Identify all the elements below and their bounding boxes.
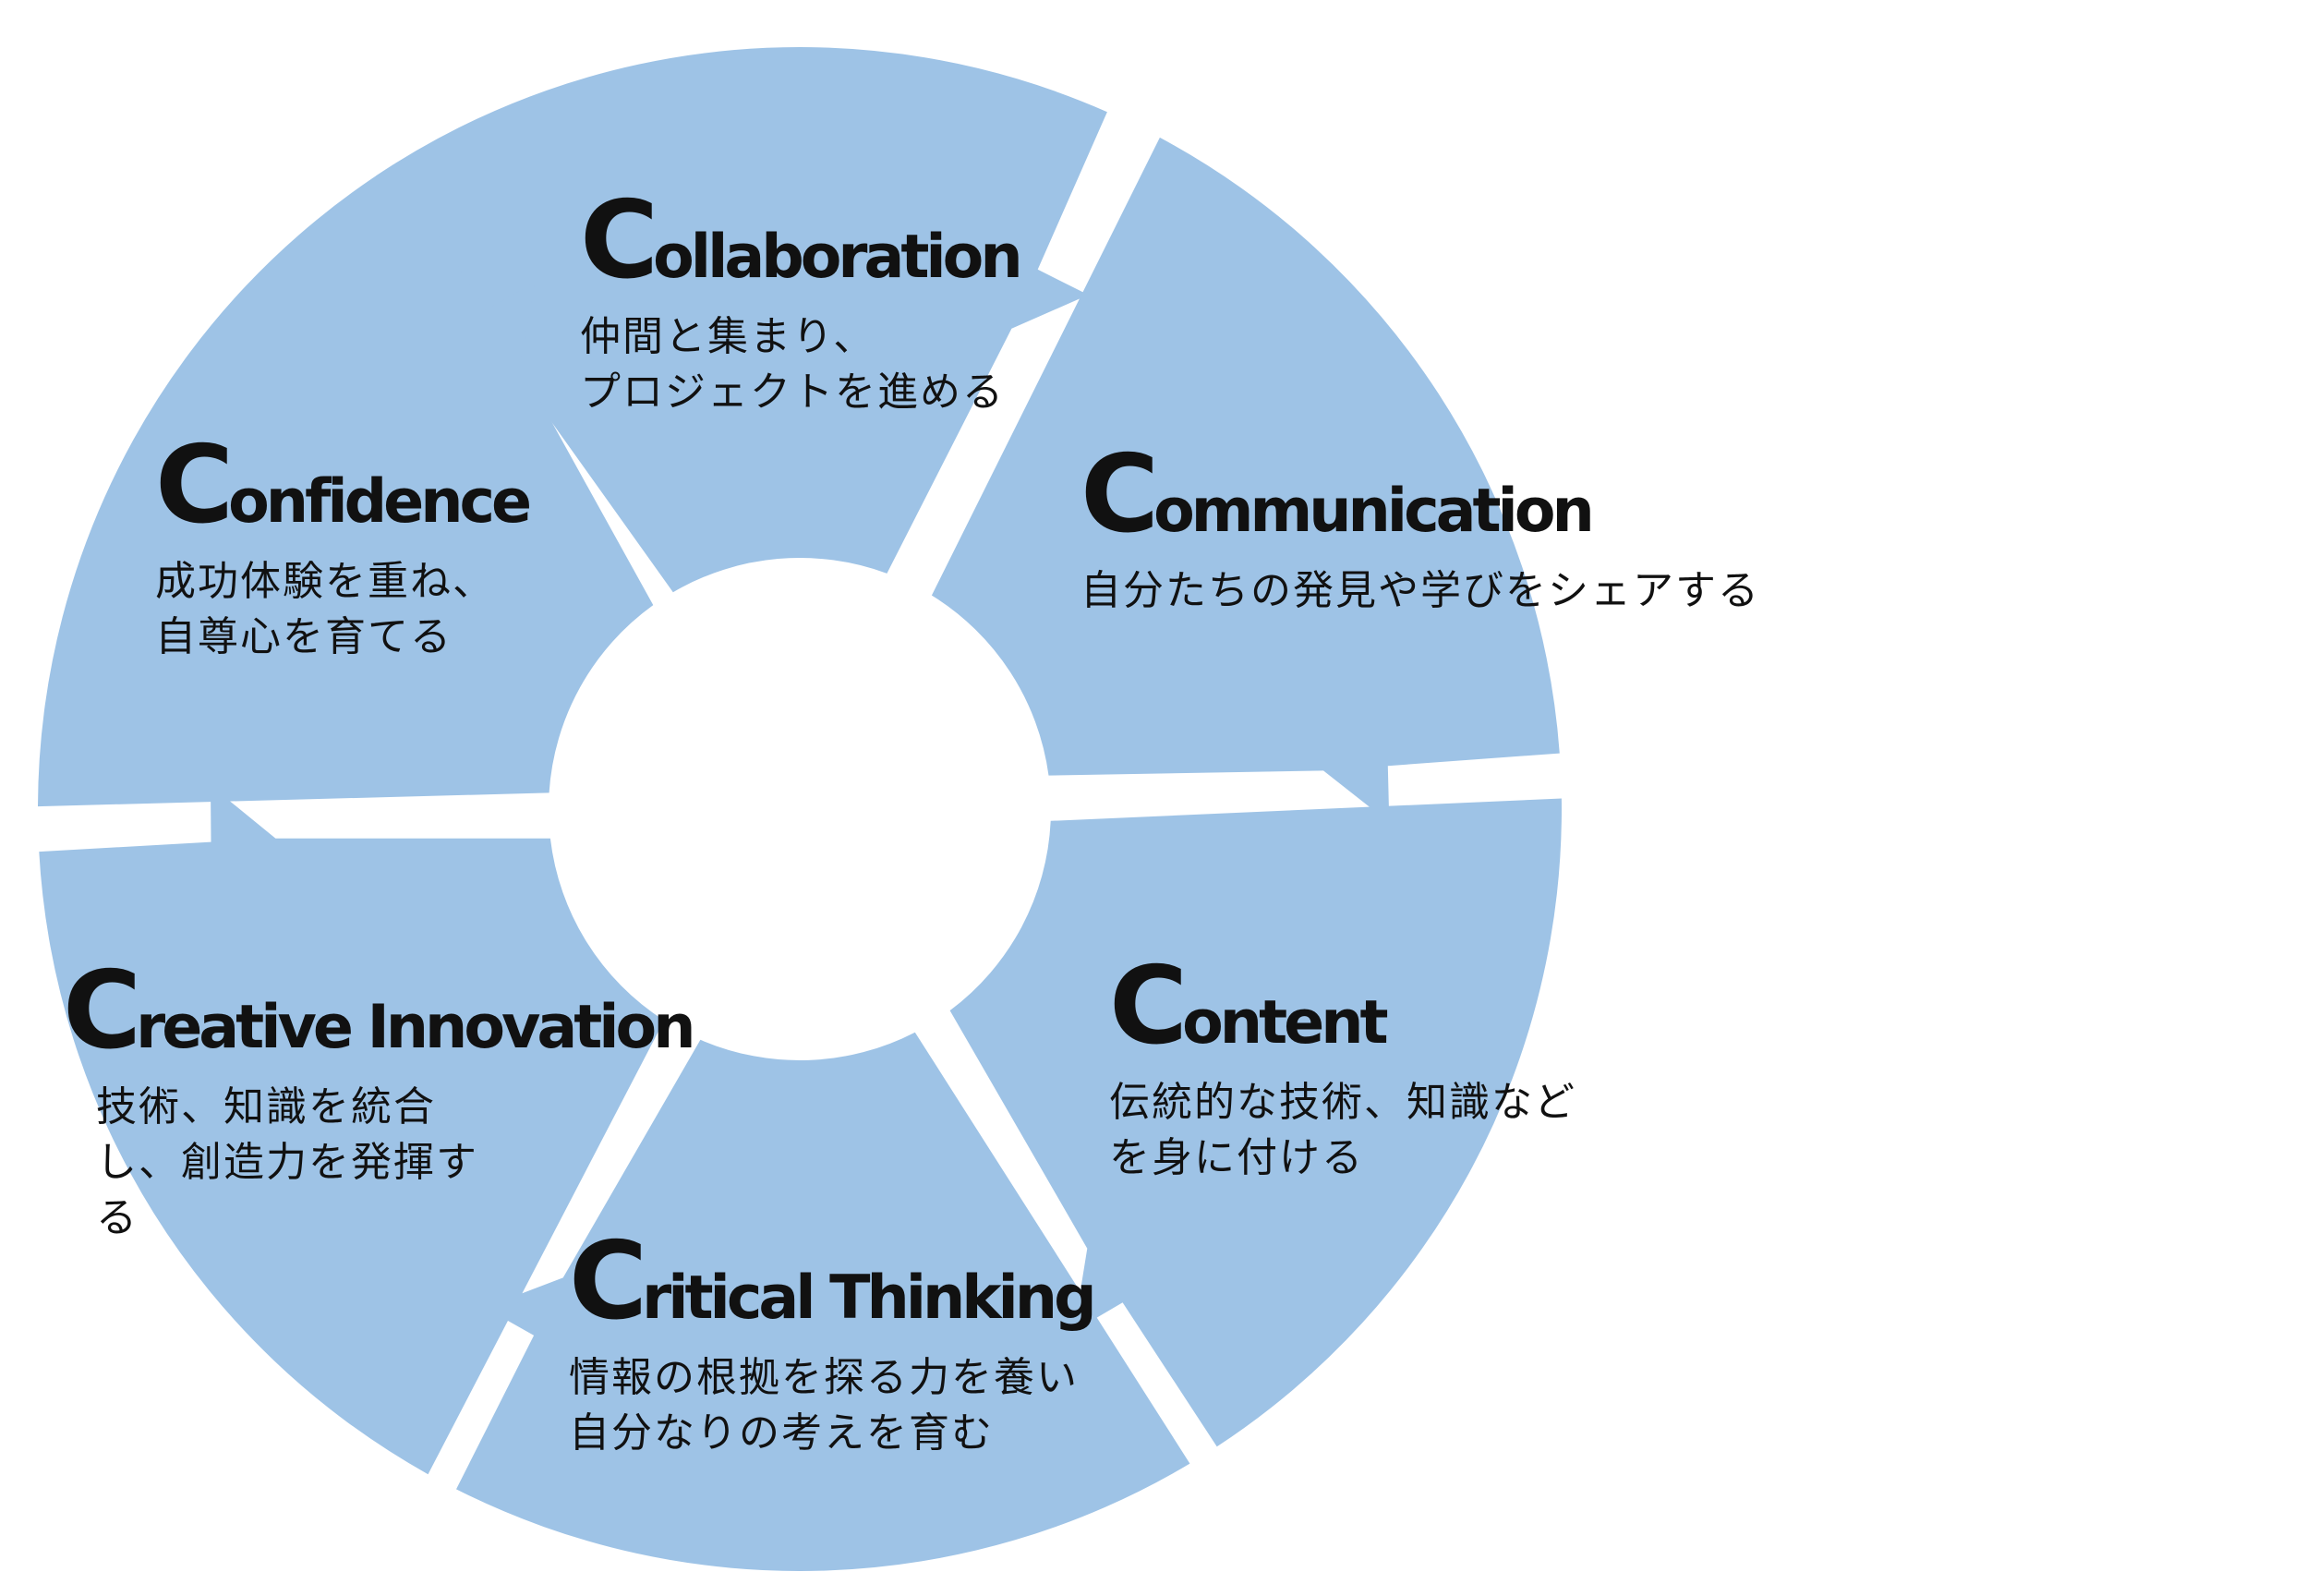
ring-segment-communication xyxy=(931,137,1560,823)
ring-segment-content xyxy=(949,798,1562,1447)
ring-segment-creative-innovation xyxy=(39,785,665,1475)
ring-segment-confidence xyxy=(38,163,654,807)
segment-title-critical-thinking: Critical Thinking xyxy=(569,1219,1097,1344)
segment-description-confidence: 成功体験を重ね、 自尊心を育てる xyxy=(155,558,495,660)
segment-label-confidence: Confidence 成功体験を重ね、 自尊心を育てる xyxy=(155,423,532,665)
segment-description-creative-innovation: 技術、知識を統合 し、創造力を発揮す る xyxy=(96,1083,478,1241)
segment-title-confidence: Confidence xyxy=(155,423,532,548)
segment-title-collaboration: Collaboration xyxy=(580,178,1023,303)
segment-description-communication: 自分たちの発見や学びをシェアする xyxy=(1081,567,1760,614)
segment-title-communication: Communication xyxy=(1081,432,1595,557)
segment-title-creative-innovation: Creative Innovation xyxy=(63,949,695,1073)
segment-label-creative-innovation: Creative Innovation 技術、知識を統合 し、創造力を発揮す る xyxy=(63,949,695,1246)
segment-label-critical-thinking: Critical Thinking 情報の根拠を探る力を養い 自分なりの考えを育… xyxy=(569,1219,1097,1461)
segment-label-communication: Communication 自分たちの発見や学びをシェアする xyxy=(1081,441,1760,619)
segment-description-content: 伝統的な技術、知識など を身に付ける xyxy=(1109,1079,1576,1181)
segment-description-collaboration: 仲間と集まり、 プロジェクトを進める xyxy=(580,313,1005,416)
segment-label-collaboration: Collaboration 仲間と集まり、 プロジェクトを進める xyxy=(580,178,1023,420)
segment-description-critical-thinking: 情報の根拠を探る力を養い 自分なりの考えを育む xyxy=(569,1354,1079,1457)
segment-label-content: Content 伝統的な技術、知識など を身に付ける xyxy=(1109,953,1576,1186)
ring-segment-critical-thinking xyxy=(456,1032,1190,1571)
ring-segment-collaboration xyxy=(376,47,1107,593)
segment-title-content: Content xyxy=(1109,944,1389,1069)
